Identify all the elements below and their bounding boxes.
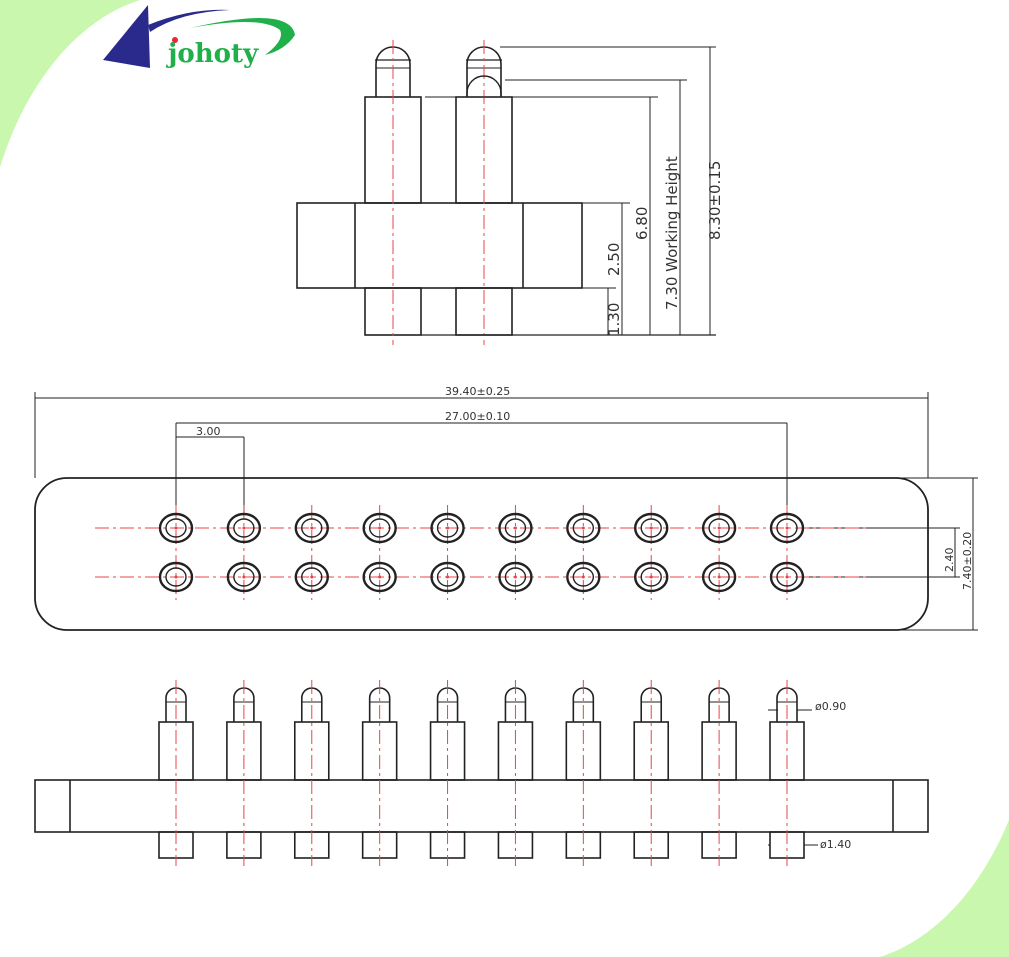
pin-hole-outer [769,512,805,544]
pin-hole-inner [368,567,391,587]
compressed-tip [466,75,502,97]
pin-center [310,526,314,530]
pin-center [446,575,450,579]
top-view [296,40,716,345]
pin-center [649,526,653,530]
pin-center [649,575,653,579]
pin-hole-inner [572,567,595,587]
pin-hole-outer [226,561,262,593]
logo-dot [172,37,178,43]
dim-width: 7.40±0.20 [961,532,974,590]
plan-view [34,392,978,631]
pin-hole-outer [430,512,465,544]
pin-hole-outer [294,512,329,544]
dim-tip-diameter: ø0.90 [815,700,846,713]
dim-tail-length: 1.30 [605,303,623,336]
corner-decoration-top-left [0,0,140,420]
logo-mark-icon [103,5,150,68]
pin-center [785,575,789,579]
pin-center [581,575,585,579]
pin-center [581,526,585,530]
housing-side [34,779,929,833]
pin-hole-inner [776,567,798,587]
pin-center [513,575,517,579]
pin-center [446,526,450,530]
pin-hole-outer [158,512,194,544]
pin-hole-outer [566,561,601,593]
housing-outline [34,477,929,631]
pin-center [310,575,314,579]
dim-row-pitch: 2.40 [943,548,956,573]
logo: johoty [103,5,295,69]
pin-center [242,526,246,530]
corner-decoration-bottom-right [880,820,1009,957]
pin-hole-inner [368,518,391,538]
pin-hole-outer [634,561,669,593]
dim-base-height: 2.50 [605,243,623,276]
pin-center [242,575,246,579]
pin-hole-outer [634,512,669,544]
pin-hole-outer [769,561,805,593]
pin-hole-outer [566,512,601,544]
pin-hole-inner [301,518,323,538]
pin-center [513,526,517,530]
pin-hole-inner [776,518,798,538]
dim-above-base: 6.80 [633,207,651,240]
logo-text: johoty [166,39,259,69]
pin-hole-inner [708,518,730,538]
pin-hole-outer [362,512,397,544]
side-view [34,680,929,866]
pin-hole-outer [362,561,397,593]
pin-hole-outer [294,561,329,593]
dim-working-height: 7.30 Working Height [663,156,681,310]
pin-center [174,526,178,530]
logo-swoosh-blue [148,9,230,32]
pin-hole-inner [301,567,323,587]
pin-center [717,526,721,530]
pin-hole-inner [436,567,459,587]
pin-hole-inner [165,518,187,538]
pin-hole-outer [701,512,737,544]
pin-hole-outer [226,512,262,544]
dim-span: 27.00±0.10 [445,410,510,423]
pin-hole-inner [504,567,527,587]
pin-hole-inner [233,567,255,587]
pin-hole-outer [430,561,465,593]
dim-length: 39.40±0.25 [445,385,510,398]
pin-hole-outer [498,512,533,544]
pin-center [717,575,721,579]
pin-hole-inner [233,518,255,538]
dim-total-height: 8.30±0.15 [706,161,724,240]
pin-hole-inner [504,518,527,538]
pin-hole-outer [498,561,533,593]
pin-hole-inner [165,567,187,587]
pin-hole-inner [436,518,459,538]
pin-hole-inner [572,518,595,538]
pin-hole-inner [640,567,662,587]
pin-center [174,575,178,579]
housing-side [296,202,583,289]
pin-center [378,575,382,579]
pin-hole-inner [708,567,730,587]
pin-center [378,526,382,530]
pin-hole-outer [158,561,194,593]
pin-hole-inner [640,518,662,538]
dim-pitch: 3.00 [196,425,221,438]
pin-hole-outer [701,561,737,593]
dim-tail-diameter: ø1.40 [820,838,851,851]
pin-center [785,526,789,530]
